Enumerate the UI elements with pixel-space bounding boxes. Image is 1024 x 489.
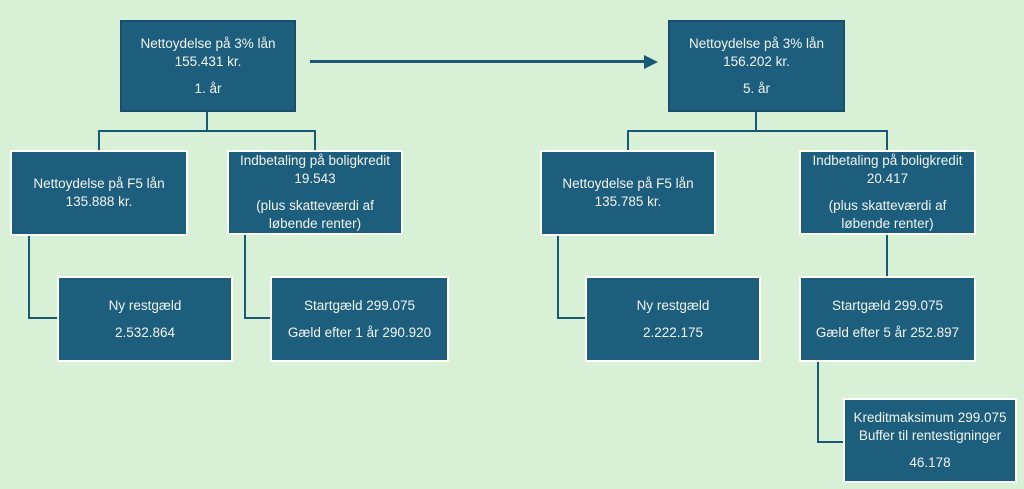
box-text: løbende renter) (841, 216, 934, 231)
connector-right-buffer-elbow-v (817, 361, 819, 443)
box-left-root: Nettoydelse på 3% lån 155.431 kr. 1. år (120, 20, 296, 112)
connector-left-to-kredit (314, 130, 316, 151)
box-text: 1. år (194, 80, 222, 96)
box-text: 5. år (742, 80, 770, 96)
box-text: Gæld efter 1 år 290.920 (287, 324, 432, 340)
connector-left-f5-elbow-h (28, 317, 59, 319)
box-text: Ny restgæld (636, 297, 710, 313)
connector-right-root-drop (755, 112, 757, 132)
box-text: Nettoydelse på 3% lån (688, 35, 825, 51)
box-text: 2.222.175 (642, 324, 704, 340)
box-text: Indbetaling på boligkredit (239, 153, 391, 168)
connector-left-root-drop (206, 112, 208, 132)
connector-right-buffer-elbow-h (817, 441, 845, 443)
arrow-head-icon (644, 54, 658, 69)
box-text: 155.431 kr. (174, 53, 242, 69)
connector-left-f5-elbow-v (28, 234, 30, 319)
box-text: Nettoydelse på F5 lån (33, 176, 165, 191)
box-text: Ny restgæld (108, 297, 182, 313)
box-text: 135.888 kr. (65, 194, 133, 209)
box-left-f5: Nettoydelse på F5 lån 135.888 kr. (10, 150, 188, 236)
arrow-line (310, 60, 644, 63)
connector-left-to-f5 (98, 130, 100, 151)
box-text: (plus skatteværdi af (828, 198, 947, 213)
box-text: 135.785 kr. (594, 194, 662, 209)
box-right-gaeld: Startgæld 299.075 Gæld efter 5 år 252.89… (799, 276, 976, 362)
connector-right-to-kredit (886, 130, 888, 151)
box-right-buffer: Kreditmaksimum 299.075 Buffer til rentes… (843, 398, 1017, 483)
box-text: 46.178 (909, 455, 951, 470)
connector-left-branch (98, 130, 316, 132)
connector-left-kredit-elbow-v (244, 234, 246, 319)
box-text: 156.202 kr. (723, 53, 790, 69)
box-text: 19.543 (294, 171, 336, 186)
box-text: 20.417 (866, 171, 909, 186)
box-left-restgaeld: Ny restgæld 2.532.864 (57, 276, 233, 362)
box-right-f5: Nettoydelse på F5 lån 135.785 kr. (540, 150, 716, 236)
box-text: Indbetaling på boligkredit (812, 153, 963, 168)
connector-right-f5-elbow-h (557, 317, 587, 319)
box-text: løbende renter) (268, 216, 362, 231)
connector-right-branch (627, 130, 888, 132)
box-text: Kreditmaksimum 299.075 (853, 410, 1007, 425)
box-left-kredit: Indbetaling på boligkredit 19.543 (plus … (227, 150, 403, 235)
connector-right-f5-elbow-v (557, 234, 559, 319)
box-text: Startgæld 299.075 (831, 297, 944, 313)
box-right-restgaeld: Ny restgæld 2.222.175 (585, 276, 761, 362)
connector-right-to-f5 (627, 130, 629, 151)
box-text: Gæld efter 5 år 252.897 (815, 324, 960, 340)
box-text: (plus skatteværdi af (256, 198, 374, 213)
box-text: Nettoydelse på 3% lån (140, 35, 276, 51)
box-left-gaeld: Startgæld 299.075 Gæld efter 1 år 290.92… (270, 276, 449, 362)
box-text: Nettoydelse på F5 lån (562, 176, 694, 191)
box-right-kredit: Indbetaling på boligkredit 20.417 (plus … (799, 150, 976, 235)
box-text: Buffer til rentestigninger (858, 428, 1002, 443)
connector-right-kredit-to-gaeld (886, 234, 888, 277)
box-right-root: Nettoydelse på 3% lån 156.202 kr. 5. år (668, 20, 845, 112)
box-text: Startgæld 299.075 (303, 297, 416, 313)
connector-left-kredit-elbow-h (244, 317, 272, 319)
box-text: 2.532.864 (114, 324, 176, 340)
